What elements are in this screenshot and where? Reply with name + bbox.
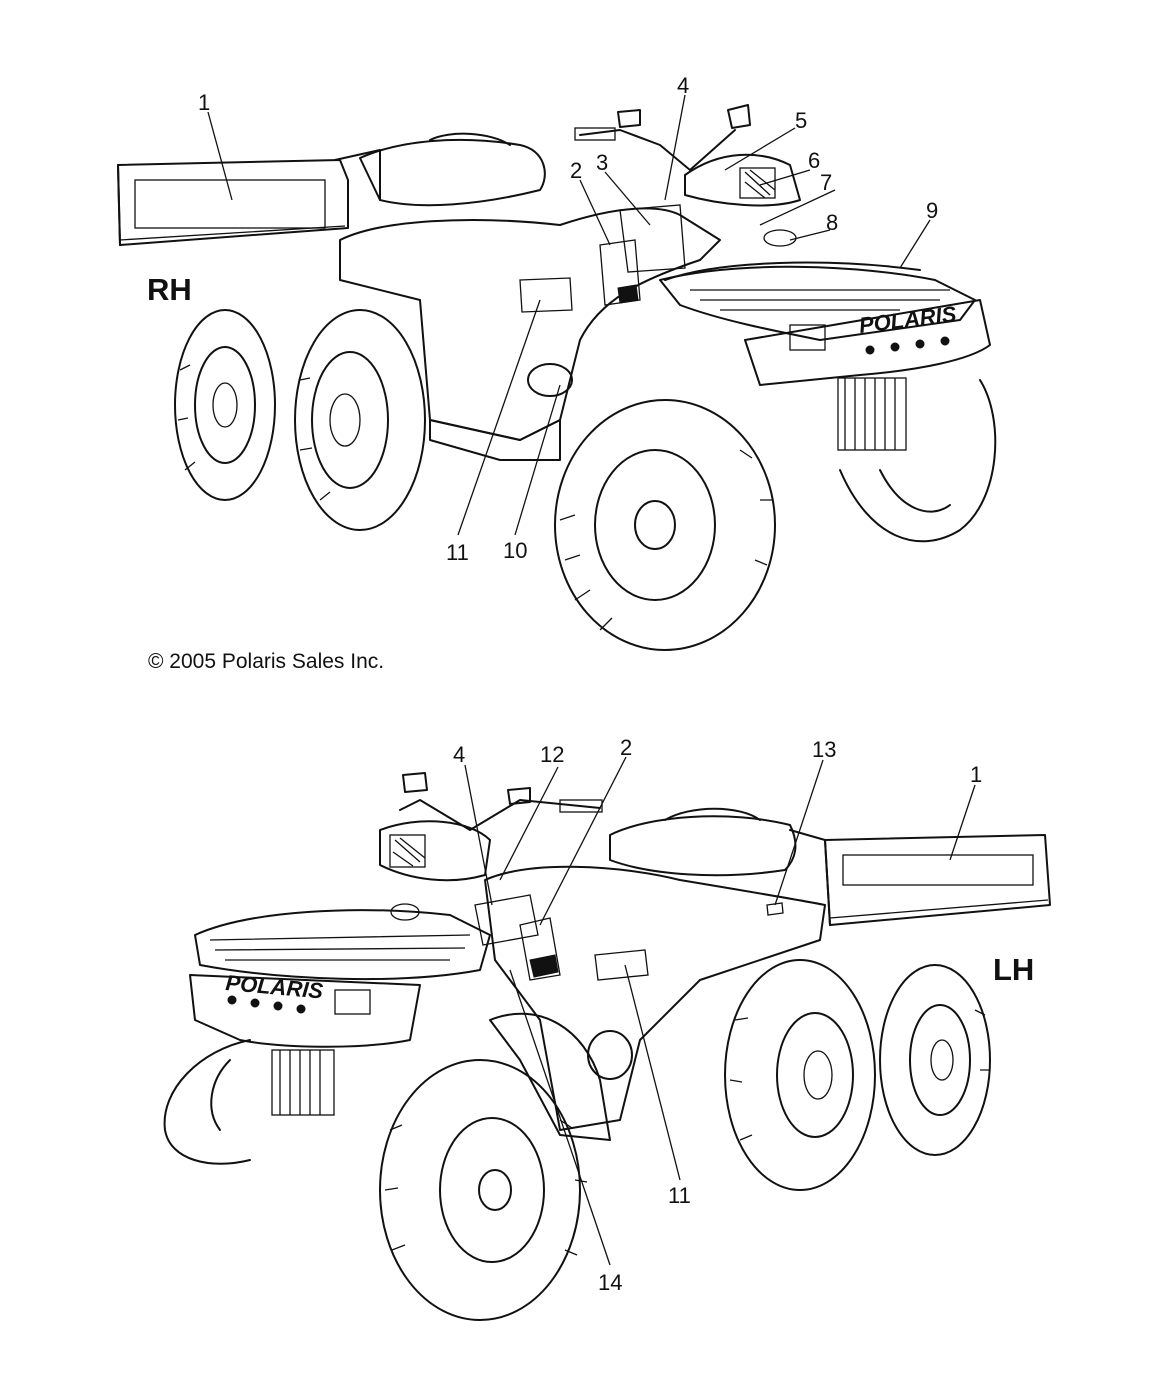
callout-3-rh: 3 <box>596 150 608 175</box>
callout-11-lh: 11 <box>668 1183 691 1208</box>
rh-front-wheel-near <box>554 399 776 651</box>
lh-front-wheel-far <box>163 1039 251 1165</box>
callout-4-rh: 4 <box>677 73 689 98</box>
lh-vehicle-drawing: POLARIS <box>163 772 1051 1321</box>
side-label-rh: RH <box>147 272 192 307</box>
lh-front-wheel-near <box>379 1059 581 1321</box>
rh-vehicle-drawing: POLARIS <box>117 104 997 651</box>
callout-1-rh: 1 <box>198 90 210 115</box>
lh-leader-lines <box>464 756 976 1266</box>
callout-14-lh: 14 <box>598 1270 622 1295</box>
callout-1-lh: 1 <box>970 762 982 787</box>
polaris-logo-front-rh: POLARIS <box>858 301 958 338</box>
callout-4-lh: 4 <box>453 742 465 767</box>
polaris-logo-front-lh: POLARIS <box>225 970 325 1003</box>
callout-9-rh: 9 <box>926 198 938 223</box>
callout-5-rh: 5 <box>795 108 807 133</box>
rh-callouts: 1 2 3 4 5 6 7 8 9 10 11 RH <box>147 73 938 565</box>
callout-7-rh: 7 <box>820 170 832 195</box>
callout-2-lh: 2 <box>620 735 632 760</box>
rh-leader-lines <box>207 94 931 536</box>
callout-6-rh: 6 <box>808 148 820 173</box>
callout-13-lh: 13 <box>812 737 836 762</box>
copyright-notice: © 2005 Polaris Sales Inc. <box>148 650 385 673</box>
callout-8-rh: 8 <box>826 210 838 235</box>
side-label-lh: LH <box>993 952 1034 987</box>
callout-2-rh: 2 <box>570 158 582 183</box>
rh-front-wheel-far <box>839 379 997 543</box>
rh-rear-wheel-2 <box>294 309 426 531</box>
lh-rear-wheel-1 <box>724 959 876 1191</box>
callout-12-lh: 12 <box>540 742 564 767</box>
callout-10-rh: 10 <box>503 538 527 563</box>
rh-rear-wheel-1 <box>174 309 276 501</box>
lh-rear-wheel-2 <box>879 964 991 1156</box>
lh-callouts: 4 12 2 13 1 11 14 LH <box>453 735 1034 1295</box>
callout-11-rh: 11 <box>446 540 469 565</box>
